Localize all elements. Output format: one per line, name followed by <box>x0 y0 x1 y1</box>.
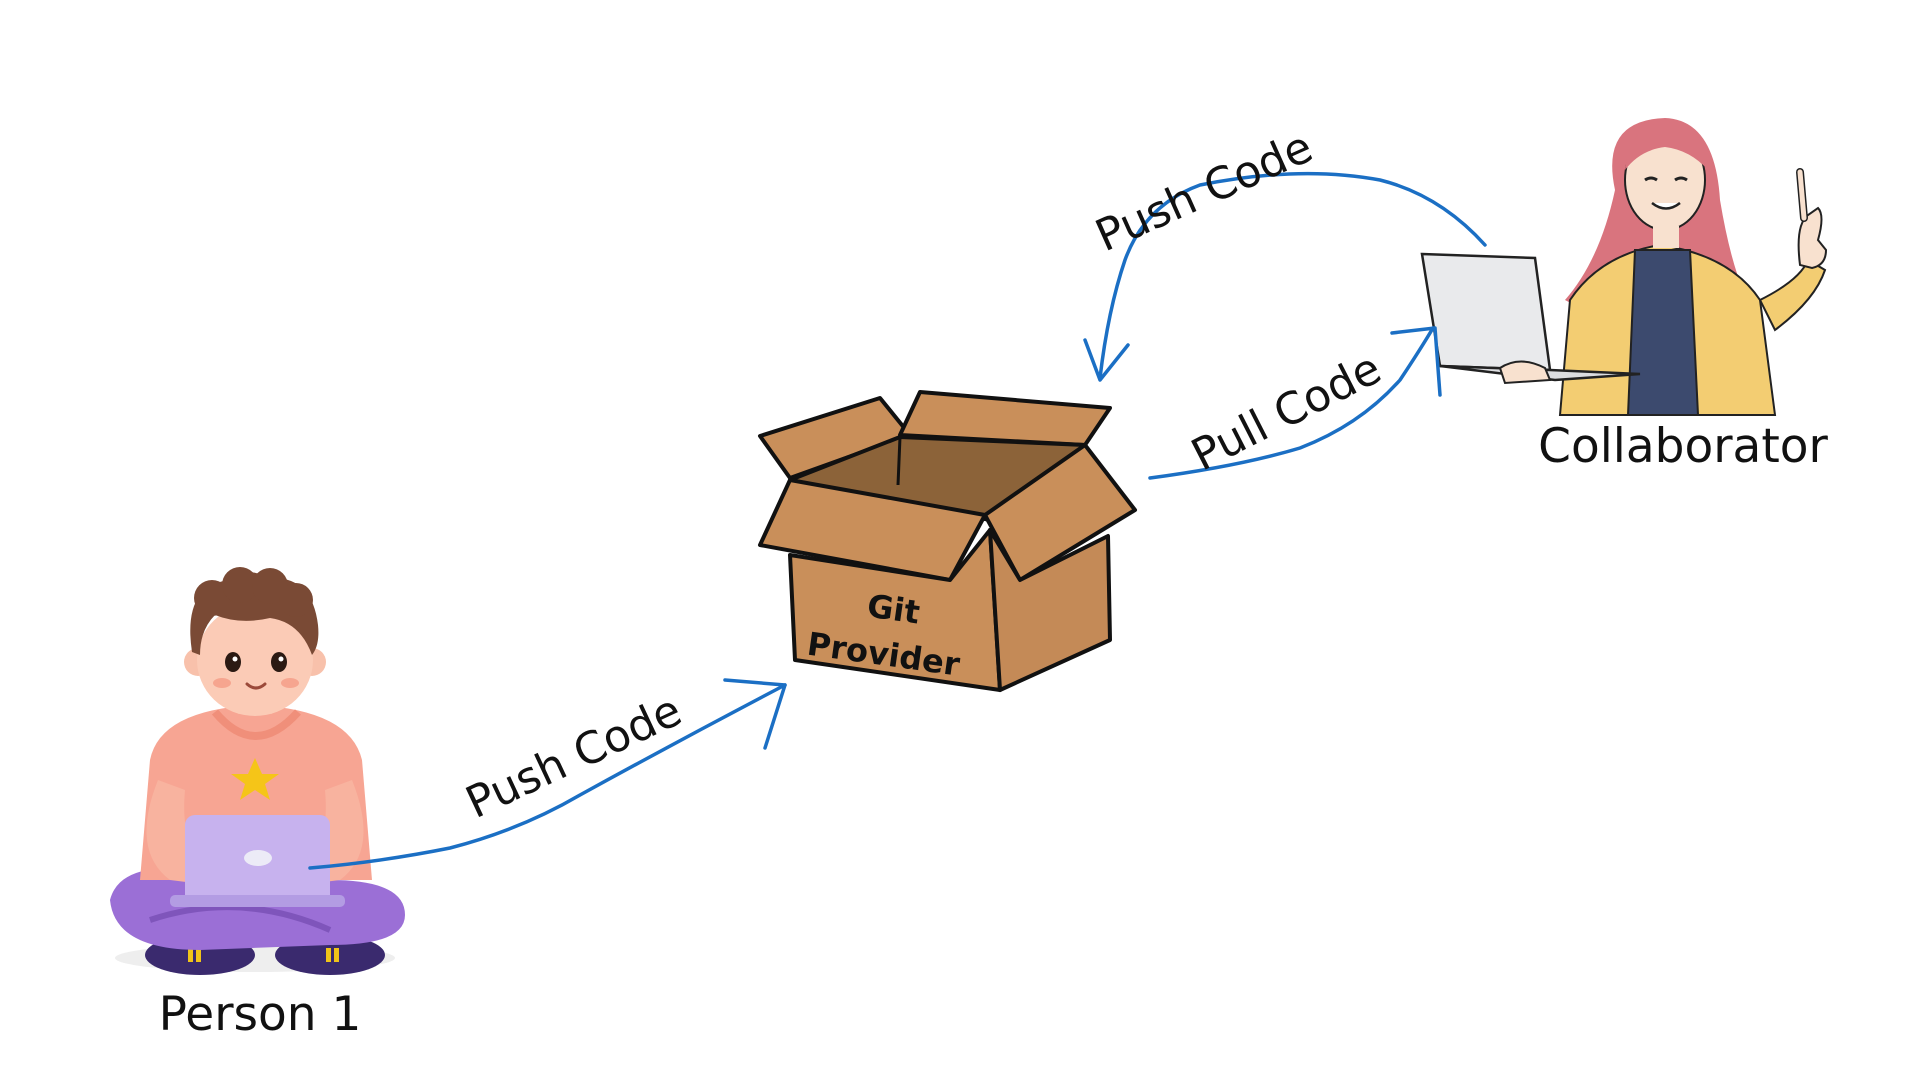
arrow-collab-pull <box>1148 326 1442 480</box>
person1-label: Person 1 <box>159 987 362 1042</box>
collaborator-label: Collaborator <box>1538 419 1828 474</box>
git-provider-box: Git Provider <box>758 390 1137 692</box>
collab-push-label: Push Code <box>1088 121 1320 262</box>
collaborator-illustration <box>1420 118 1828 416</box>
arrow-collab-push <box>1083 171 1487 382</box>
git-provider-line1: Git <box>865 587 922 632</box>
person-push-label: Push Code <box>458 685 689 829</box>
collab-pull-label: Pull Code <box>1184 343 1390 481</box>
arrow-person-push <box>308 678 787 870</box>
person1-illustration <box>110 567 405 975</box>
